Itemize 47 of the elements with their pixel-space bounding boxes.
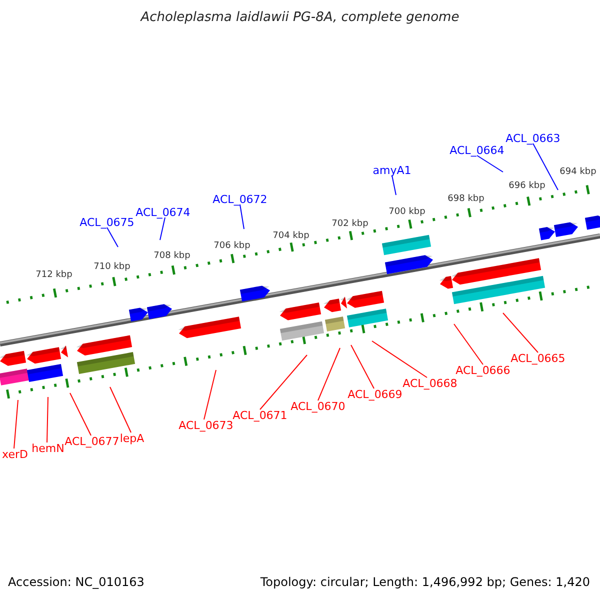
gene-label: ACL_0675 — [80, 216, 134, 228]
scale-label: 698 kbp — [446, 195, 486, 204]
leader-line — [476, 155, 504, 172]
scale-label: 710 kbp — [92, 263, 132, 272]
leader-line — [46, 396, 48, 443]
leader-line — [106, 227, 118, 248]
gene-label: ACL_0668 — [402, 378, 458, 388]
gene-label: lepA — [120, 432, 144, 444]
leader-line — [392, 175, 396, 196]
scale-label: 704 kbp — [272, 232, 310, 241]
gene-label: ACL_0664 — [450, 144, 504, 156]
leader-line — [532, 143, 558, 190]
gene-label: ACL_0674 — [136, 206, 190, 218]
leader-line — [372, 340, 428, 378]
gene-label: ACL_0665 — [510, 352, 566, 364]
leader-line — [110, 386, 132, 433]
accession-text: Accession: NC_010163 — [8, 576, 144, 588]
gene-label: ACL_0677 — [64, 436, 120, 446]
gene-label: ACL_0666 — [456, 364, 510, 376]
leader-line — [204, 370, 216, 420]
leader-line — [454, 324, 484, 365]
gene-label: xerD — [2, 448, 28, 460]
gene-label: ACL_0673 — [178, 420, 234, 430]
leader-line — [260, 354, 308, 410]
gene-label: ACL_0669 — [348, 388, 402, 400]
leader-line — [318, 348, 340, 401]
gene-label: amyA1 — [372, 164, 412, 176]
title: Acholeplasma laidlawii PG-8A, complete genome — [139, 11, 460, 24]
scale-label: 696 kbp — [508, 182, 546, 191]
leader-line — [502, 312, 538, 353]
gene-label: ACL_0663 — [506, 132, 560, 144]
leader-line — [70, 392, 92, 436]
leader-line — [240, 204, 244, 230]
gene-label: hemN — [32, 442, 64, 454]
genome-info-text: Topology: circular; Length: 1,496,992 bp; Genes: 1,420 — [260, 576, 590, 588]
scale-label: 702 kbp — [330, 220, 370, 229]
scale-label: 694 kbp — [558, 168, 598, 177]
scale-label: 706 kbp — [212, 242, 252, 251]
leader-line — [14, 400, 18, 449]
gene-label: ACL_0671 — [232, 410, 288, 420]
gene-label: ACL_0670 — [290, 400, 346, 412]
scale-label: 712 kbp — [34, 271, 74, 280]
leader-line — [350, 344, 374, 389]
gene-label: ACL_0672 — [212, 194, 268, 204]
scale-label: 708 kbp — [152, 252, 192, 261]
scale-label: 700 kbp — [388, 208, 426, 217]
leader-line — [160, 217, 166, 240]
